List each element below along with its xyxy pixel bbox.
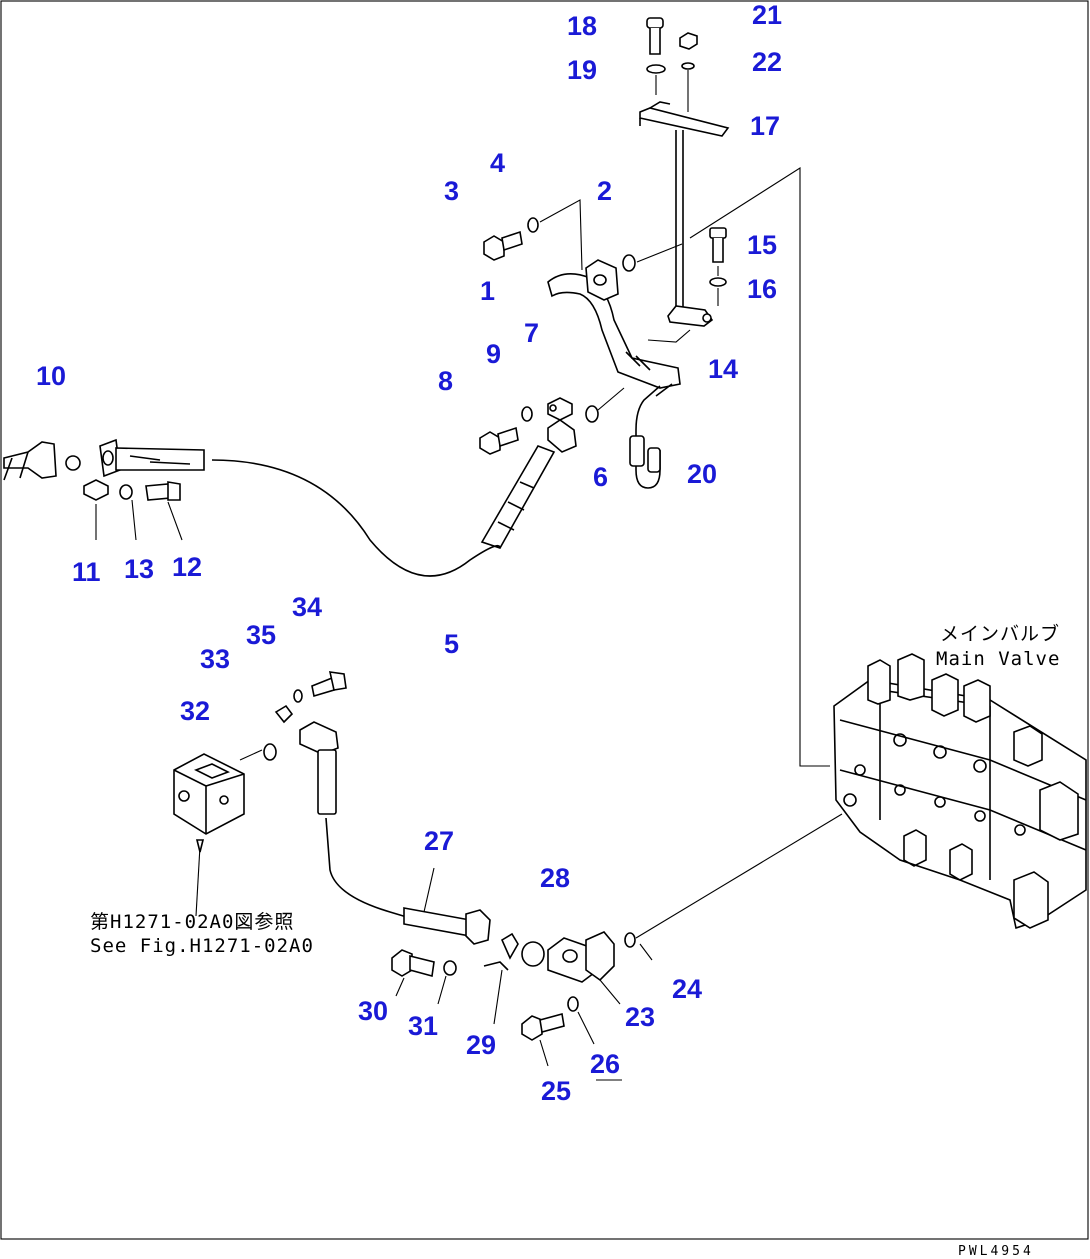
callout-32: 32	[180, 696, 210, 726]
drawing-code: PWL4954	[958, 1244, 1034, 1259]
part-8-bolt	[479, 426, 519, 455]
part-33-clamp	[274, 704, 294, 724]
part-22-washer	[681, 62, 695, 70]
part-29-clamp	[483, 932, 519, 971]
callout-27: 27	[424, 826, 454, 856]
valve-block	[173, 753, 245, 835]
callout-20: 20	[687, 459, 717, 489]
part-6-oring	[585, 405, 599, 423]
main-valve	[833, 653, 1087, 930]
part-35-washer	[293, 689, 303, 703]
main-valve-label-jp: メインバルブ	[940, 622, 1060, 645]
part-23-elbow	[547, 931, 615, 983]
part-17-bracket	[639, 101, 730, 137]
callout-11: 11	[72, 557, 101, 587]
callout-12: 12	[172, 552, 202, 582]
part-31-washer	[443, 960, 457, 976]
callout-19: 19	[567, 55, 597, 85]
part-20-pipe	[629, 383, 673, 489]
callout-5: 5	[444, 629, 459, 659]
callout-29: 29	[466, 1030, 496, 1060]
callout-10: 10	[36, 361, 66, 391]
callout-14: 14	[708, 354, 738, 384]
callout-34: 34	[292, 592, 322, 622]
callout-30: 30	[358, 996, 388, 1026]
callout-7: 7	[524, 318, 539, 348]
callout-25: 25	[541, 1076, 571, 1106]
part-34-bolt	[311, 671, 347, 698]
callout-9: 9	[486, 339, 501, 369]
part-13-washer	[119, 484, 133, 500]
callout-24: 24	[672, 974, 702, 1004]
part-28-oring	[521, 941, 545, 967]
part-26-washer	[567, 996, 579, 1012]
part-25-bolt	[521, 1012, 565, 1041]
callout-18: 18	[567, 11, 597, 41]
part-27-hose	[299, 721, 491, 945]
part-30-bolt	[391, 949, 435, 978]
part-19-washer	[646, 64, 666, 74]
callout-2: 2	[597, 176, 612, 206]
callout-35: 35	[246, 620, 276, 650]
part-14-clamp	[667, 305, 714, 327]
reference-note-en: See Fig.H1271-02A0	[90, 935, 314, 957]
callout-3: 3	[444, 176, 459, 206]
callout-23: 23	[625, 1002, 655, 1032]
callout-13: 13	[124, 554, 154, 584]
callout-28: 28	[540, 863, 570, 893]
callout-numbers: 1 2 3 4 5 6 7 8 9 10 11 12 13 14 15 16 1…	[36, 0, 782, 1106]
part-3-bolt	[483, 230, 523, 261]
callout-33: 33	[200, 644, 230, 674]
part-16-washer	[709, 277, 727, 287]
callout-16: 16	[747, 274, 777, 304]
reference-note-jp: 第H1271-02A0図参照	[90, 911, 294, 933]
part-24-oring	[624, 932, 636, 948]
part-5-hose	[99, 419, 577, 577]
callout-26: 26	[590, 1049, 620, 1079]
callout-15: 15	[747, 230, 777, 260]
part-10-oring	[65, 455, 81, 471]
main-valve-label-en: Main Valve	[936, 648, 1060, 670]
callout-17: 17	[750, 111, 780, 141]
part-4-washer	[527, 217, 539, 233]
part-18-bolt	[646, 17, 664, 55]
part-7-split-flange	[547, 397, 573, 421]
part-11-split-flange	[83, 479, 109, 501]
left-pipe-end	[3, 441, 57, 481]
part-21-nut	[679, 32, 698, 50]
part-12-bolt	[145, 481, 181, 501]
callout-4: 4	[490, 148, 505, 178]
part-32-oring	[263, 743, 277, 761]
callout-21: 21	[752, 0, 782, 30]
part-2-oring	[622, 254, 636, 272]
callout-22: 22	[752, 47, 782, 77]
callout-6: 6	[593, 462, 608, 492]
part-1-pipe	[547, 259, 681, 389]
callout-1: 1	[480, 276, 495, 306]
part-9-washer	[521, 406, 533, 422]
part-15-bolt	[709, 227, 727, 263]
callout-8: 8	[438, 366, 453, 396]
callout-31: 31	[408, 1011, 438, 1041]
